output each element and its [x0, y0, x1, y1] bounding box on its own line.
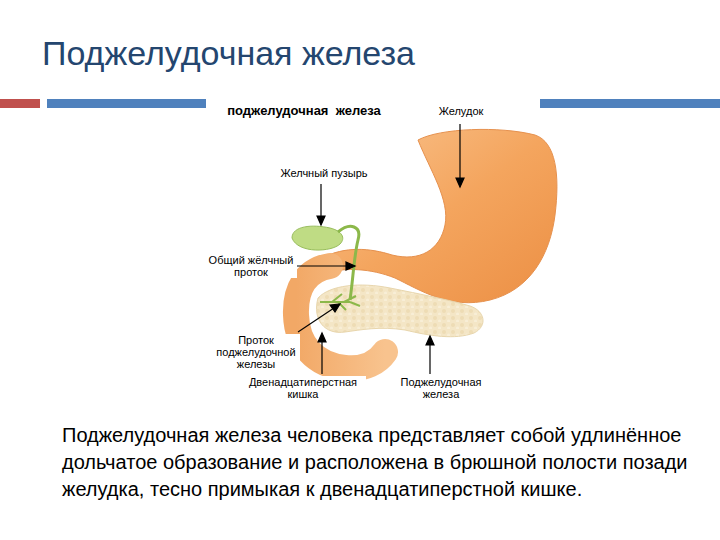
part-label: Поджелудочная железа [392, 376, 490, 400]
slide-title: Поджелудочная железа [42, 34, 415, 73]
part-label: Проток поджелудочной железы [212, 334, 300, 370]
pancreas [317, 285, 484, 337]
bile-duct [338, 226, 359, 300]
part-label: поджелудочная железа [208, 103, 400, 118]
pancreatic-duct [320, 294, 360, 310]
caption-text: Поджелудочная железа человека представля… [62, 422, 692, 503]
part-label: Общий жёлчный проток [205, 254, 297, 278]
part-label: Двенадцатиперстная кишка [240, 376, 366, 400]
part-label: Желудок [425, 105, 497, 117]
part-label: Желчный пузырь [268, 167, 380, 179]
accent-bar [0, 99, 40, 108]
gallbladder [292, 226, 343, 250]
leader-lines [297, 124, 464, 374]
stomach [322, 129, 557, 302]
